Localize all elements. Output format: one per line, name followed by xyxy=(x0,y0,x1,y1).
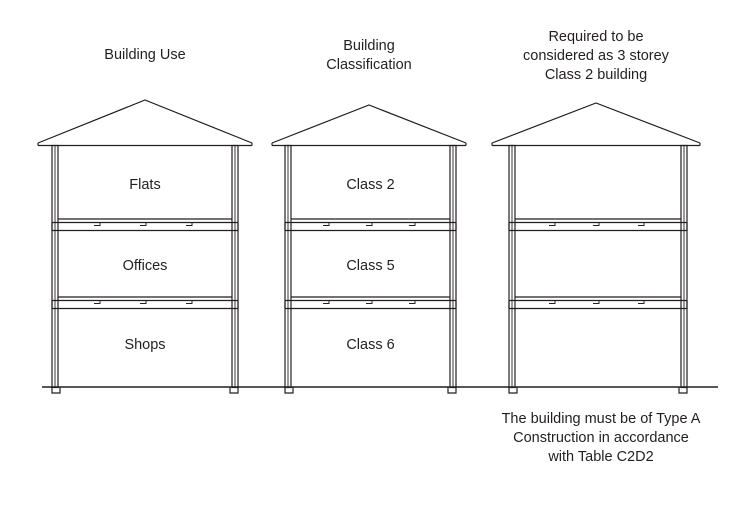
floor-label-flats: Flats xyxy=(129,177,161,193)
footings-building-3 xyxy=(508,387,688,394)
footings-building-2 xyxy=(284,387,457,394)
construction-type-footnote: The building must be of Type A Construct… xyxy=(501,411,701,465)
floor-slab-lower-building-1 xyxy=(51,296,239,310)
floor-slab-upper-building-3 xyxy=(508,218,688,232)
floor-label-offices: Offices xyxy=(122,258,168,274)
footings-building-1 xyxy=(51,387,239,394)
column-header-building-classification: Building Classification xyxy=(326,38,412,73)
floor-slab-upper-building-2 xyxy=(284,218,457,232)
building-classification-drawing xyxy=(271,104,467,394)
required-outcome-drawing xyxy=(491,102,701,394)
column-header-building-use: Building Use xyxy=(104,47,186,63)
floor-label-class-2: Class 2 xyxy=(346,177,395,193)
floor-slab-upper-building-1 xyxy=(51,218,239,232)
roof-building-1 xyxy=(37,99,253,147)
floor-label-class-5: Class 5 xyxy=(346,258,395,274)
floor-label-class-6: Class 6 xyxy=(346,337,395,353)
roof-building-3 xyxy=(491,102,701,147)
column-header-required-outcome: Required to be considered as 3 storey Cl… xyxy=(523,29,669,83)
roof-building-2 xyxy=(271,104,467,147)
left-column-building-3 xyxy=(508,144,516,389)
floor-slab-lower-building-2 xyxy=(284,296,457,310)
right-column-building-3 xyxy=(680,144,688,389)
floor-slab-lower-building-3 xyxy=(508,296,688,310)
floor-label-shops: Shops xyxy=(124,337,166,353)
